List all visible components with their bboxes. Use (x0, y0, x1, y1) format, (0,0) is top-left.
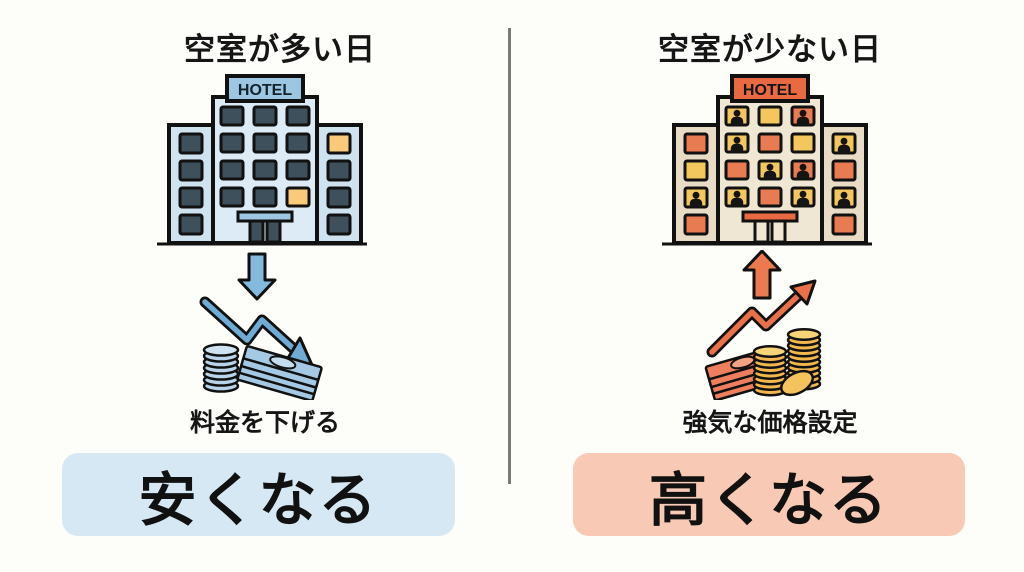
hotel-sign (225, 74, 305, 103)
down-arrow-icon (237, 252, 277, 301)
price-rise-illustration (704, 250, 822, 400)
entrance-canopy (236, 210, 294, 223)
up-arrow-icon (742, 250, 782, 300)
entrance-door (770, 219, 787, 244)
tilted-coin-icon (780, 369, 814, 397)
hotel-building-icon: HOTEL (157, 74, 367, 246)
hotel-sign-label: HOTEL (743, 82, 797, 99)
left-result-banner: 安くなる (62, 453, 455, 536)
left-title: 空室が多い日 (184, 32, 376, 67)
right-panel-few-vacancies: 空室が少ない日 HOTEL (510, 0, 1020, 572)
price-drop-illustration (199, 252, 323, 400)
vertical-divider (508, 28, 511, 484)
entrance-door (248, 219, 265, 244)
coins-icon (752, 345, 788, 397)
left-panel-many-vacancies: 空室が多い日 HOTEL (0, 0, 510, 572)
hotel-sign-label: HOTEL (238, 82, 292, 99)
hotel-sign (730, 74, 810, 103)
entrance-door (265, 219, 282, 244)
entrance-canopy (741, 210, 799, 223)
right-result-banner: 高くなる (573, 453, 965, 536)
vacant-windows (178, 105, 352, 236)
entrance-door (753, 219, 770, 244)
rising-chart-arrow-icon (706, 279, 817, 358)
lit-windows (285, 132, 352, 208)
coins-icon (202, 343, 240, 393)
right-title: 空室が少ない日 (658, 32, 882, 67)
hotel-building-icon: HOTEL (662, 74, 872, 246)
banknotes-icon (236, 345, 323, 400)
right-caption: 強気な価格設定 (682, 409, 858, 437)
occupied-windows (683, 105, 857, 236)
left-caption: 料金を下げる (189, 409, 340, 437)
